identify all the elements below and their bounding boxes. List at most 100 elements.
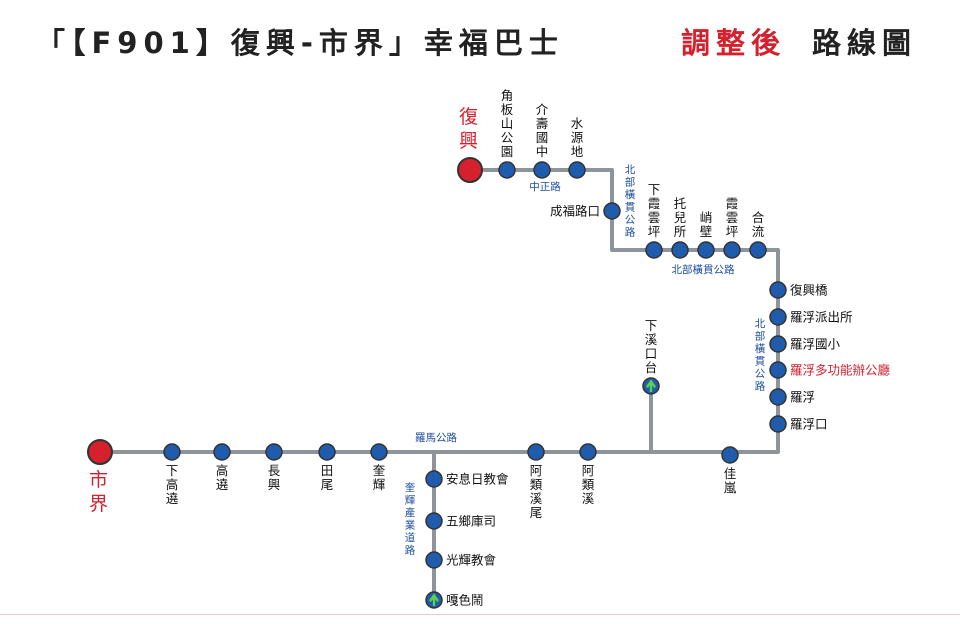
stop-chengfu[interactable]: 成福路口	[550, 202, 621, 220]
stop-zhangxing[interactable]: 長興	[265, 443, 283, 492]
stop-label-char: 霞	[648, 196, 661, 211]
stop-marker	[769, 415, 787, 433]
stop-label: 五鄉庫司	[446, 514, 496, 529]
stop-label: 復興橋	[790, 283, 828, 298]
terminal-end-label-1: 市	[89, 469, 108, 491]
svg-text:業: 業	[405, 519, 416, 532]
svg-text:道: 道	[405, 531, 416, 544]
stop-label-char: 奎	[373, 463, 386, 478]
svg-text:北: 北	[625, 164, 636, 176]
stop-label-char: 類	[530, 477, 543, 492]
stop-label-char: 溪	[530, 491, 543, 506]
stop-marker	[533, 161, 551, 179]
stop-tuoersuo[interactable]: 托兒所	[671, 196, 689, 259]
stop-fuxingqiao[interactable]: 復興橋	[769, 281, 828, 299]
stop-label: 羅浮國小	[790, 337, 841, 352]
stop-xiayunping[interactable]: 霞雲坪	[723, 196, 741, 259]
stop-marker	[163, 443, 181, 461]
stop-aleixi[interactable]: 阿類溪	[579, 443, 597, 506]
terminal-start[interactable]: 復 興	[457, 106, 483, 183]
stop-label-char: 中	[536, 144, 549, 159]
stop-tianwei[interactable]: 田尾	[318, 443, 336, 492]
stop-marker	[645, 241, 663, 259]
stop-label: 成福路口	[550, 204, 600, 219]
stop-label: 羅浮派出所	[790, 310, 853, 325]
stop-kuihui[interactable]: 奎輝	[370, 443, 388, 492]
stop-label-char: 國	[536, 130, 549, 145]
stop-jialan[interactable]: 佳嵐	[721, 446, 739, 495]
stop-luofukou[interactable]: 羅浮口	[769, 415, 828, 433]
stop-label-char: 高	[216, 463, 229, 478]
stop-label-char: 園	[501, 144, 514, 159]
stop-label-char: 壽	[536, 116, 549, 131]
stop-luofu_school[interactable]: 羅浮國小	[769, 335, 841, 353]
stop-label-char: 雲	[726, 210, 739, 225]
stop-label-char: 兒	[674, 210, 687, 225]
stop-label-char: 高	[166, 477, 179, 492]
page-title: 「【F901】復興-市界」幸福巴士 調整後 路線圖	[0, 20, 960, 64]
stop-qiaobi[interactable]: 峭壁	[697, 210, 715, 259]
stop-gaseguan[interactable]: 嘎色鬧	[425, 591, 484, 609]
stop-marker	[769, 335, 787, 353]
stop-marker	[769, 281, 787, 299]
route-line-upper	[98, 168, 780, 454]
stop-label-char: 田	[321, 463, 334, 478]
stop-label-char: 下	[648, 182, 661, 197]
stop-label-char: 下	[166, 463, 179, 478]
stop-label: 羅浮多功能辦公廳	[790, 363, 891, 378]
stop-label: 光輝教會	[446, 553, 497, 568]
svg-text:公: 公	[755, 368, 766, 380]
stop-luofu[interactable]: 羅浮	[769, 388, 815, 406]
stop-marker	[425, 470, 443, 488]
svg-text:路: 路	[755, 380, 766, 393]
stop-marker	[721, 446, 739, 464]
terminal-end[interactable]: 市 界	[87, 439, 113, 515]
stop-marker	[213, 443, 231, 461]
stop-label-char: 山	[501, 116, 514, 131]
stop-label: 安息日教會	[446, 472, 509, 487]
stop-label-char: 遶	[166, 491, 179, 506]
stop-gaodi[interactable]: 高遶	[213, 443, 231, 492]
stop-label-char: 峭	[700, 210, 713, 225]
stop-label-char: 介	[536, 102, 549, 117]
stop-marker	[671, 241, 689, 259]
svg-text:北: 北	[755, 318, 766, 330]
stop-label-char: 霞	[726, 196, 739, 211]
stop-marker	[769, 308, 787, 326]
road-label-zhongzheng: 中正路	[529, 180, 561, 193]
stop-label-char: 所	[674, 224, 687, 239]
arrow-up-icon	[646, 379, 656, 393]
stop-label-char: 坪	[726, 224, 739, 239]
stop-shuiyuan[interactable]: 水源地	[568, 116, 586, 179]
stop-marker	[498, 161, 516, 179]
stop-luofu_office[interactable]: 羅浮多功能辦公廳	[769, 361, 891, 379]
svg-text:中正路: 中正路	[529, 180, 561, 193]
stop-marker	[425, 512, 443, 530]
svg-text:貫: 貫	[625, 202, 636, 214]
stop-label-char: 雲	[648, 210, 661, 225]
stop-label-char: 溪	[582, 491, 595, 506]
stop-heliu[interactable]: 合流	[749, 210, 767, 259]
stop-xiagaodi[interactable]: 下高遶	[163, 443, 181, 506]
stop-anxiri[interactable]: 安息日教會	[425, 470, 509, 488]
svg-text:輝: 輝	[405, 495, 416, 507]
svg-text:路: 路	[625, 226, 636, 239]
stop-label-char: 輝	[373, 477, 386, 492]
stop-guanghui[interactable]: 光輝教會	[425, 551, 497, 569]
stop-label-char: 板	[501, 102, 514, 117]
terminal-start-label-1: 復	[459, 106, 478, 128]
stop-wuxiang[interactable]: 五鄉庫司	[425, 512, 496, 530]
stop-marker	[749, 241, 767, 259]
stop-marker	[318, 443, 336, 461]
road-label-north_cross_2: 北部橫貫公路	[672, 263, 735, 276]
stop-luofu_police[interactable]: 羅浮派出所	[769, 308, 853, 326]
svg-text:貫: 貫	[755, 356, 766, 368]
svg-text:北部橫貫公路: 北部橫貫公路	[672, 263, 735, 276]
